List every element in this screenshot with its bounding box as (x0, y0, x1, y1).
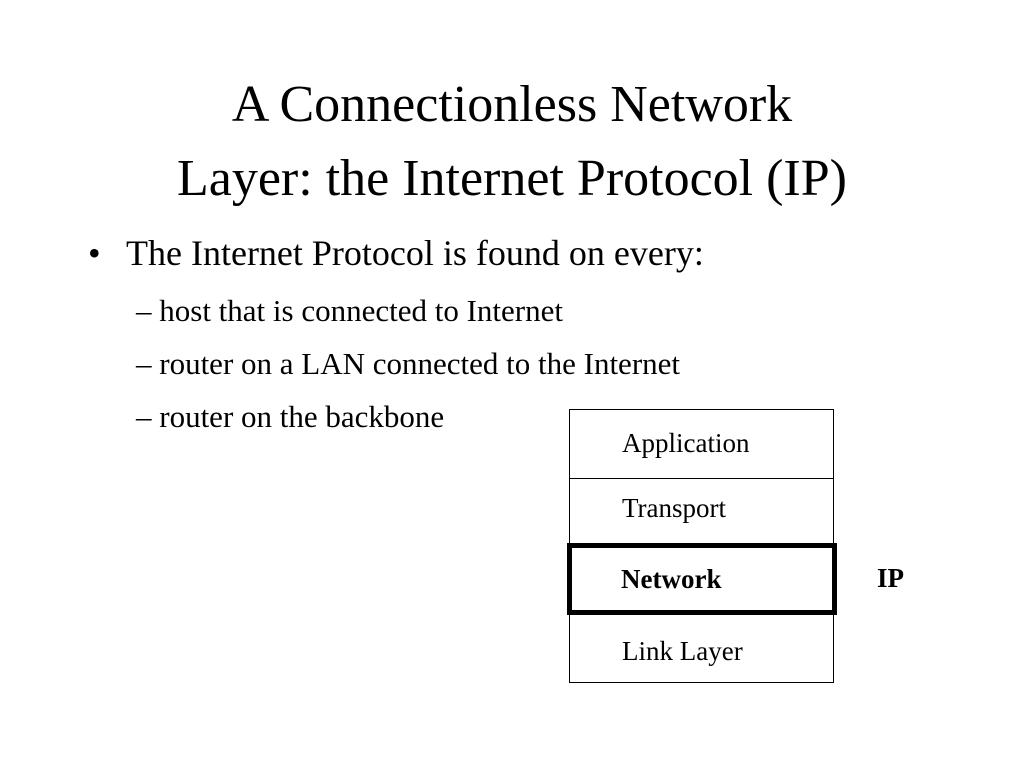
layer-transport: Transport (569, 477, 834, 545)
sub-bullet-backbone-router: – router on the backbone (136, 399, 445, 434)
bullet-text: The Internet Protocol is found on every: (126, 233, 704, 273)
ip-label: IP (877, 563, 904, 593)
slide-title-line-1: A Connectionless Network (231, 76, 793, 133)
bullet-marker: • (88, 233, 101, 273)
layer-link-label: Link Layer (622, 636, 743, 666)
layer-application-label: Application (622, 428, 750, 458)
sub-bullet-host: – host that is connected to Internet (136, 293, 563, 328)
sub-bullet-list: – host that is connected to Internet – r… (136, 284, 680, 443)
layer-link: Link Layer (569, 614, 834, 683)
bullet-item: • The Internet Protocol is found on every… (88, 228, 704, 278)
layer-network-label: Network (621, 564, 722, 594)
slide-title-line-2: Layer: the Internet Protocol (IP) (177, 150, 847, 207)
layer-application: Application (569, 409, 834, 479)
protocol-stack-diagram: Application Transport Network Link Layer (567, 409, 837, 683)
layer-transport-label: Transport (622, 493, 727, 523)
layer-network-highlighted: Network (567, 543, 837, 615)
bullet-list: • The Internet Protocol is found on every… (88, 228, 704, 278)
slide-title: A Connectionless Network Layer: the Inte… (0, 68, 1024, 216)
sub-bullet-lan-router: – router on a LAN connected to the Inter… (136, 346, 681, 381)
